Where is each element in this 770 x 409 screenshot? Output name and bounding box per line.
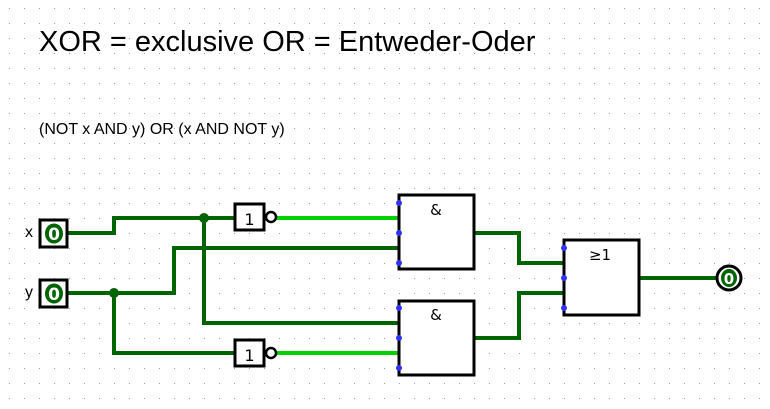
input-y-value: 0: [48, 285, 60, 305]
junction-x: [199, 213, 209, 223]
wire-and-bottom-to-or: [473, 291, 566, 340]
not-gate-bottom[interactable]: 1: [233, 338, 278, 368]
and-gate-top[interactable]: &: [396, 193, 476, 271]
wire-y-to-and-top: [66, 246, 401, 295]
inverter-bubble-icon: [264, 210, 278, 224]
wire-x-to-and-bottom: [202, 216, 401, 325]
or-gate-label: ≥1: [589, 246, 611, 264]
input-y-label: y: [25, 284, 33, 301]
and-gate-bottom[interactable]: &: [396, 299, 476, 377]
and-gate-top-label: &: [430, 201, 442, 219]
wire-x-to-not-top: [66, 216, 236, 235]
wire-y-to-not-bottom: [112, 291, 236, 355]
output-pin[interactable]: 0: [715, 264, 743, 292]
or-gate[interactable]: ≥1: [561, 238, 641, 317]
inverter-bubble-icon: [264, 346, 278, 360]
input-pin-x[interactable]: 0: [38, 218, 69, 249]
grid-dots: [9, 8, 760, 399]
page-title: XOR = exclusive OR = Entweder-Oder: [39, 26, 536, 58]
and-gate-bottom-label: &: [430, 306, 442, 324]
junction-y: [109, 288, 119, 298]
input-x-label: x: [25, 224, 33, 241]
input-pin-y[interactable]: 0: [38, 278, 69, 309]
not-gate-bottom-label: 1: [244, 346, 254, 365]
not-gate-top[interactable]: 1: [233, 202, 278, 232]
formula-text: (NOT x AND y) OR (x AND NOT y): [39, 121, 285, 138]
wire-and-top-to-or: [473, 231, 566, 265]
input-x-value: 0: [48, 225, 60, 245]
output-value: 0: [724, 270, 734, 288]
not-gate-top-label: 1: [244, 210, 254, 229]
